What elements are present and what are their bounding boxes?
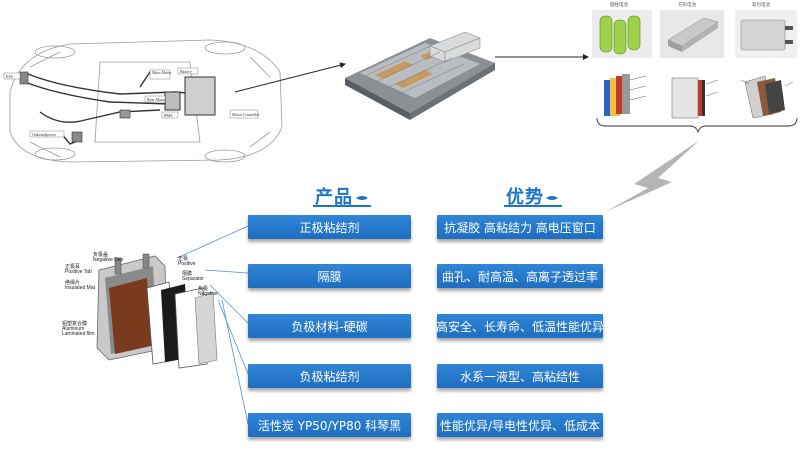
cylindrical-cross-section (604, 74, 647, 116)
product-bar-separator: 隔膜 (248, 264, 411, 288)
label-separator: 隔膜 Separator (182, 271, 204, 282)
pouch-cell-exploded-illustration (96, 253, 218, 369)
car-label-rear-motor: Rear Motor (147, 97, 166, 102)
advantages-header: 优势 (506, 187, 544, 208)
label-positive-tab: 正极耳 Positive Tab (65, 264, 92, 275)
car-label-main-motor: Main Motor (152, 70, 172, 75)
label-aluminum-film: 铝塑复合膜 Aluminum Laminated film (62, 321, 95, 337)
caption-prismatic: 方形电池 (678, 3, 696, 8)
prismatic-cell-image (660, 10, 724, 58)
caption-pouch: 软包电池 (752, 3, 770, 8)
car-label-onboard: Onboardpower (32, 132, 57, 137)
caption-cylindrical: 圆柱电池 (610, 3, 628, 8)
prismatic-cross-section (671, 77, 719, 119)
label-negative: 负极 Negative (198, 286, 218, 297)
advantage-bar-5: 性能优异/导电性优异、低成本 (437, 413, 603, 437)
product-bar-hard-carbon: 负极材料-硬碳 (248, 314, 411, 338)
car-label-ess: ESS (6, 74, 13, 79)
pouch-cross-section (740, 75, 794, 119)
label-insulated-mat: 绝缘片 Insulated Mat (65, 280, 96, 291)
cell-types-panel: 圆柱电池 方形电池 软包电池 (590, 0, 800, 128)
pouch-cell-image (735, 10, 797, 58)
car-label-bms: BMS (164, 113, 172, 118)
advantage-bar-4: 水系一液型、高粘结性 (437, 364, 603, 388)
car-label-battery: Battery (180, 69, 192, 74)
product-bar-cathode-binder: 正极粘结剂 (248, 215, 411, 239)
battery-pack-image (345, 31, 495, 120)
car-label-controller: Motor Controller (232, 112, 260, 117)
advantage-bar-2: 曲孔、耐高温、高离子透过率 (437, 264, 603, 288)
products-header: 产品 (315, 187, 353, 208)
product-bar-anode-binder: 负极粘结剂 (248, 364, 411, 388)
product-bar-activated-carbon: 活性炭 YP50/YP80 科琴黑 (248, 413, 411, 437)
advantage-bar-1: 抗凝胶 高粘结力 高电压窗口 (437, 215, 603, 239)
cylindrical-cell-image (592, 10, 652, 58)
label-positive: 正极 Positive (178, 256, 196, 267)
ev-car-schematic: ESS Onboardpower Main Motor Battery Moto… (3, 39, 283, 163)
label-negative-cap: 负极盖 Negative Cap (93, 252, 124, 263)
advantage-bar-3: 高安全、长寿命、低温性能优异 (436, 314, 604, 338)
